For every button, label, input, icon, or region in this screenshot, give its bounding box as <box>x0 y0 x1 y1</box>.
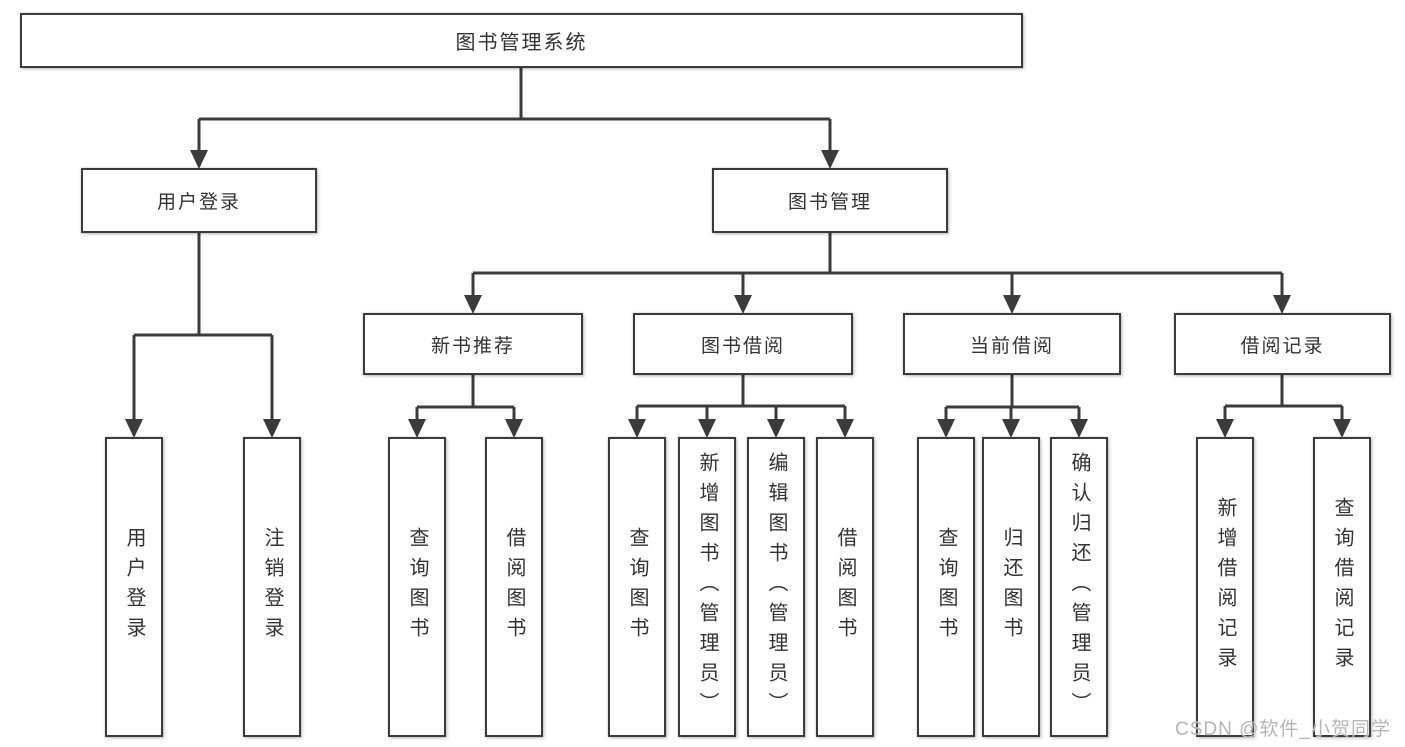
node-label: 查询借阅记录 <box>1331 497 1353 677</box>
node-label: 编辑图书（管理员） <box>765 452 787 722</box>
connector-borrow-records-children <box>1216 375 1351 438</box>
connector-new-book-recommend-children <box>408 375 523 438</box>
node-label: 确认归还（管理员） <box>1068 452 1090 722</box>
node-query-borrow-record: 查询借阅记录 <box>1313 437 1371 737</box>
node-label: 查询图书 <box>626 527 648 647</box>
node-edit-book-admin: 编辑图书（管理员） <box>747 437 805 737</box>
node-query-book-recommend: 查询图书 <box>388 437 446 737</box>
node-label: 当前借阅 <box>969 335 1054 357</box>
node-book-borrowing: 图书借阅 <box>633 313 853 375</box>
node-query-book-current: 查询图书 <box>917 437 975 737</box>
node-label: 新增借阅记录 <box>1214 497 1236 677</box>
node-borrow-book-recommend: 借阅图书 <box>485 437 543 737</box>
connector-book-borrowing-children <box>628 375 854 438</box>
node-query-book-borrowing: 查询图书 <box>608 437 666 737</box>
node-label: 查询图书 <box>935 527 957 647</box>
node-label: 借阅图书 <box>503 527 525 647</box>
node-return-book: 归还图书 <box>982 437 1040 737</box>
node-library-system: 图书管理系统 <box>20 13 1023 68</box>
connector-book-management-children <box>464 233 1291 314</box>
node-label: 图书管理系统 <box>455 32 588 54</box>
node-label: 归还图书 <box>1000 527 1022 647</box>
node-add-borrow-record: 新增借阅记录 <box>1196 437 1254 737</box>
node-new-book-recommend: 新书推荐 <box>363 313 583 375</box>
node-book-management-branch: 图书管理 <box>712 168 948 233</box>
connector-root-to-level2 <box>190 68 839 169</box>
node-borrowing-records: 借阅记录 <box>1174 313 1391 375</box>
node-add-book-admin: 新增图书（管理员） <box>678 437 736 737</box>
connector-current-borrowing-children <box>937 375 1088 438</box>
node-label: 新书推荐 <box>430 335 515 357</box>
node-logout: 注销登录 <box>243 437 301 737</box>
node-current-borrowing: 当前借阅 <box>903 313 1121 375</box>
node-borrow-book-borrowing: 借阅图书 <box>816 437 874 737</box>
node-label: 用户登录 <box>123 527 145 647</box>
node-label: 借阅记录 <box>1240 335 1325 357</box>
node-label: 查询图书 <box>406 527 428 647</box>
node-user-login: 用户登录 <box>105 437 163 737</box>
node-confirm-return-admin: 确认归还（管理员） <box>1050 437 1108 737</box>
node-label: 用户登录 <box>156 192 241 213</box>
node-label: 借阅图书 <box>834 527 856 647</box>
connector-user-login-children <box>125 233 281 438</box>
node-label: 新增图书（管理员） <box>696 452 718 722</box>
node-label: 图书借阅 <box>700 335 785 357</box>
node-label: 注销登录 <box>261 527 283 647</box>
node-user-login-branch: 用户登录 <box>81 168 317 233</box>
node-label: 图书管理 <box>787 192 872 213</box>
csdn-watermark: CSDN @软件_小贺同学 <box>1175 719 1391 740</box>
